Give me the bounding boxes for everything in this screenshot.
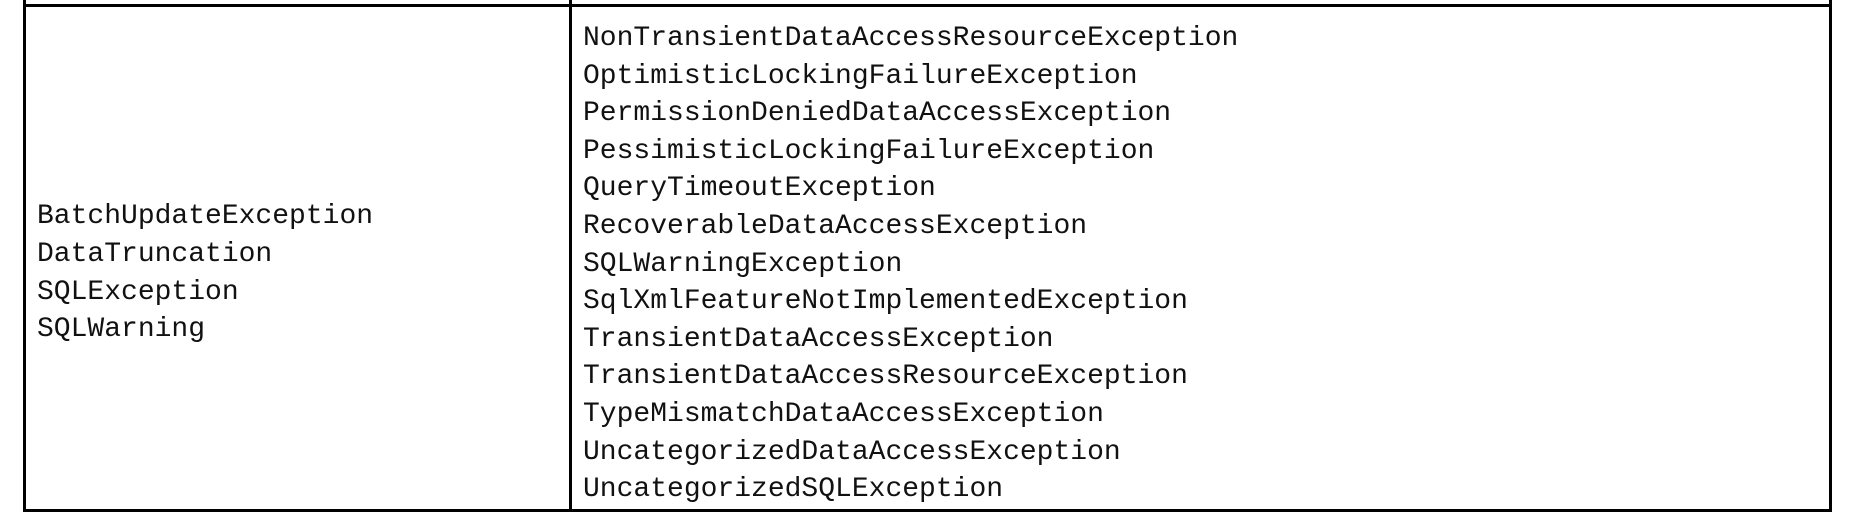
jdbc-exception-item: BatchUpdateException: [37, 201, 374, 233]
spring-exception-item: RecoverableDataAccessException: [583, 210, 1088, 242]
jdbc-exceptions-list: BatchUpdateException DataTruncation SQLE…: [37, 198, 569, 348]
spring-exception-item: PermissionDeniedDataAccessException: [583, 98, 1172, 130]
jdbc-exceptions-cell: BatchUpdateException DataTruncation SQLE…: [26, 0, 572, 509]
spring-exception-item: SQLWarningException: [583, 248, 903, 280]
spring-exception-item: PessimisticLockingFailureException: [583, 135, 1155, 167]
spring-exception-item: SqlXmlFeatureNotImplementedException: [583, 286, 1188, 318]
exception-mapping-table: BatchUpdateException DataTruncation SQLE…: [23, 0, 1832, 512]
spring-exceptions-cell: NonTransientDataAccessResourceException …: [572, 0, 1829, 509]
jdbc-exception-item: SQLWarning: [37, 314, 206, 346]
spring-exception-item: QueryTimeoutException: [583, 173, 936, 205]
spring-exception-item: OptimisticLockingFailureException: [583, 60, 1138, 92]
jdbc-exception-item: SQLException: [37, 276, 239, 308]
spring-exception-item: UncategorizedDataAccessException: [583, 436, 1121, 468]
spring-exception-item: NonTransientDataAccessResourceException: [583, 23, 1239, 54]
spring-exception-item: UncategorizedSQLException: [583, 474, 1004, 506]
spring-exception-item: TransientDataAccessException: [583, 323, 1054, 355]
spring-exception-item: TransientDataAccessResourceException: [583, 361, 1188, 393]
spring-exception-item: TypeMismatchDataAccessException: [583, 398, 1104, 430]
jdbc-exception-item: DataTruncation: [37, 238, 273, 270]
